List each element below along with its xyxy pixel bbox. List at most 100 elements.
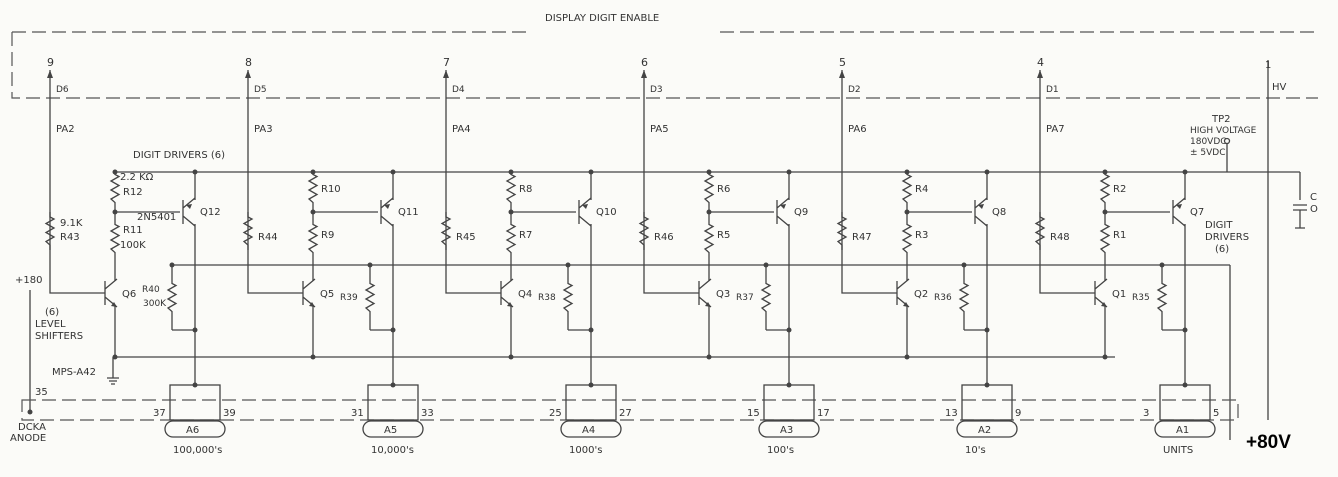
transistor-digit-driver [974, 197, 988, 227]
transistor-symbol [500, 278, 514, 308]
base-wire [906, 205, 972, 213]
cap-label-2: O [1310, 204, 1318, 215]
transistor-symbol [104, 278, 118, 308]
emitter-arrow [384, 204, 390, 209]
transistor-digit-driver [578, 197, 592, 227]
transistor-symbol [1094, 278, 1108, 308]
transistor-digit-driver [776, 197, 790, 227]
emitter-arrow [186, 204, 192, 209]
cap-label: C [1310, 192, 1317, 203]
tp2-tolerance: ± 5VDC [1190, 148, 1226, 158]
anode-label-oval [560, 420, 622, 438]
digit-drivers-note-2: DRIVERS [1205, 232, 1249, 243]
transistor-symbol [380, 197, 394, 227]
transistor-symbol [302, 278, 316, 308]
resistor-top [703, 172, 715, 205]
arrow-icon [47, 70, 53, 78]
base-wire [708, 205, 774, 213]
digit-label: D2 [848, 85, 861, 95]
anode-pin-right: 9 [1015, 408, 1021, 419]
transistor-digit-driver [1172, 197, 1186, 227]
supply-name-2: ANODE [10, 433, 46, 444]
resistor-mid-label: R3 [915, 230, 928, 241]
transistor-shifter-label: Q5 [320, 289, 334, 300]
anode-box [565, 384, 617, 421]
port-label: PA4 [452, 124, 471, 135]
resistor-mid [505, 212, 517, 265]
anode-box [961, 384, 1013, 421]
anode-pin-left: 15 [747, 408, 760, 419]
junction-dot [508, 354, 514, 360]
emitter-arrow [780, 204, 786, 209]
transistor-symbol [698, 278, 712, 308]
digit-label: D5 [254, 85, 267, 95]
junction-dot [192, 327, 198, 333]
anode-pin-left: 31 [351, 408, 364, 419]
base-wire [1104, 205, 1170, 213]
junction-dot [904, 354, 910, 360]
transistor-symbol [1172, 197, 1186, 227]
junction-dot [310, 354, 316, 360]
resistor-left-label: R47 [852, 232, 872, 243]
output-voltage-label: +80V [1246, 432, 1291, 453]
anode-pin-right: 33 [421, 408, 434, 419]
emitter-arrow [582, 204, 588, 209]
anode-label-oval [1154, 420, 1216, 438]
supply-node [27, 409, 33, 415]
anode-label: A4 [582, 425, 595, 436]
enable-line [247, 70, 303, 294]
resistor-top-label: R12 [123, 187, 143, 198]
anode-label-oval [956, 420, 1018, 438]
emitter-arrow [705, 302, 711, 307]
arrow-icon [641, 70, 647, 78]
resistor-mid-label: R5 [717, 230, 730, 241]
anode-pin-left: 13 [945, 408, 958, 419]
enable-line [643, 70, 699, 294]
resistor-pull-label: R36 [934, 293, 952, 303]
anode-pin-right: 27 [619, 408, 632, 419]
resistor-left-label: R48 [1050, 232, 1070, 243]
transistor-level-shifter [896, 278, 910, 308]
anode-label: A5 [384, 425, 397, 436]
port-label: PA5 [650, 124, 669, 135]
emitter-arrow [309, 302, 315, 307]
emitter-arrow [1176, 204, 1182, 209]
resistor-mid [109, 212, 121, 265]
transistor-driver-label: Q8 [992, 207, 1006, 218]
enable-line [445, 70, 501, 294]
enable-pin-number: 4 [1037, 56, 1044, 69]
digit-label: D4 [452, 85, 465, 95]
enable-line [1039, 70, 1095, 294]
resistor-top [505, 172, 517, 205]
transistor-level-shifter [302, 278, 316, 308]
transistor-shifter-label: Q1 [1112, 289, 1126, 300]
resistor-left-label: R43 [60, 232, 80, 243]
transistor-shifter-label: Q4 [518, 289, 532, 300]
resistor-mid-label: R9 [321, 230, 334, 241]
resistor-mid-label: R11 [123, 225, 143, 236]
r12-value: 2.2 KΩ [120, 172, 154, 183]
resistor-pull-label: R39 [340, 293, 358, 303]
transistor-driver-label: Q12 [200, 207, 221, 218]
resistor-top-label: R2 [1113, 184, 1126, 195]
digit-place-label: 10's [965, 445, 986, 456]
resistor-left-label: R45 [456, 232, 476, 243]
level-shifters-note-1: (6) [45, 307, 59, 318]
transistor-driver-label: Q9 [794, 207, 808, 218]
digit-drivers-note-3: (6) [1215, 244, 1229, 255]
anode-label: A1 [1176, 425, 1189, 436]
enable-pin-number: 7 [443, 56, 450, 69]
resistor-left-label: R46 [654, 232, 674, 243]
resistor-left-label: R44 [258, 232, 278, 243]
resistor-pull [958, 265, 970, 330]
resistor-mid-label: R1 [1113, 230, 1126, 241]
arrow-icon [443, 70, 449, 78]
digit-place-label: UNITS [1163, 445, 1193, 456]
anode-pin-left: 25 [549, 408, 562, 419]
resistor-pull [760, 265, 772, 330]
rails [113, 60, 1307, 440]
digit-label: D1 [1046, 85, 1059, 95]
supply-label: +180 [15, 275, 42, 286]
